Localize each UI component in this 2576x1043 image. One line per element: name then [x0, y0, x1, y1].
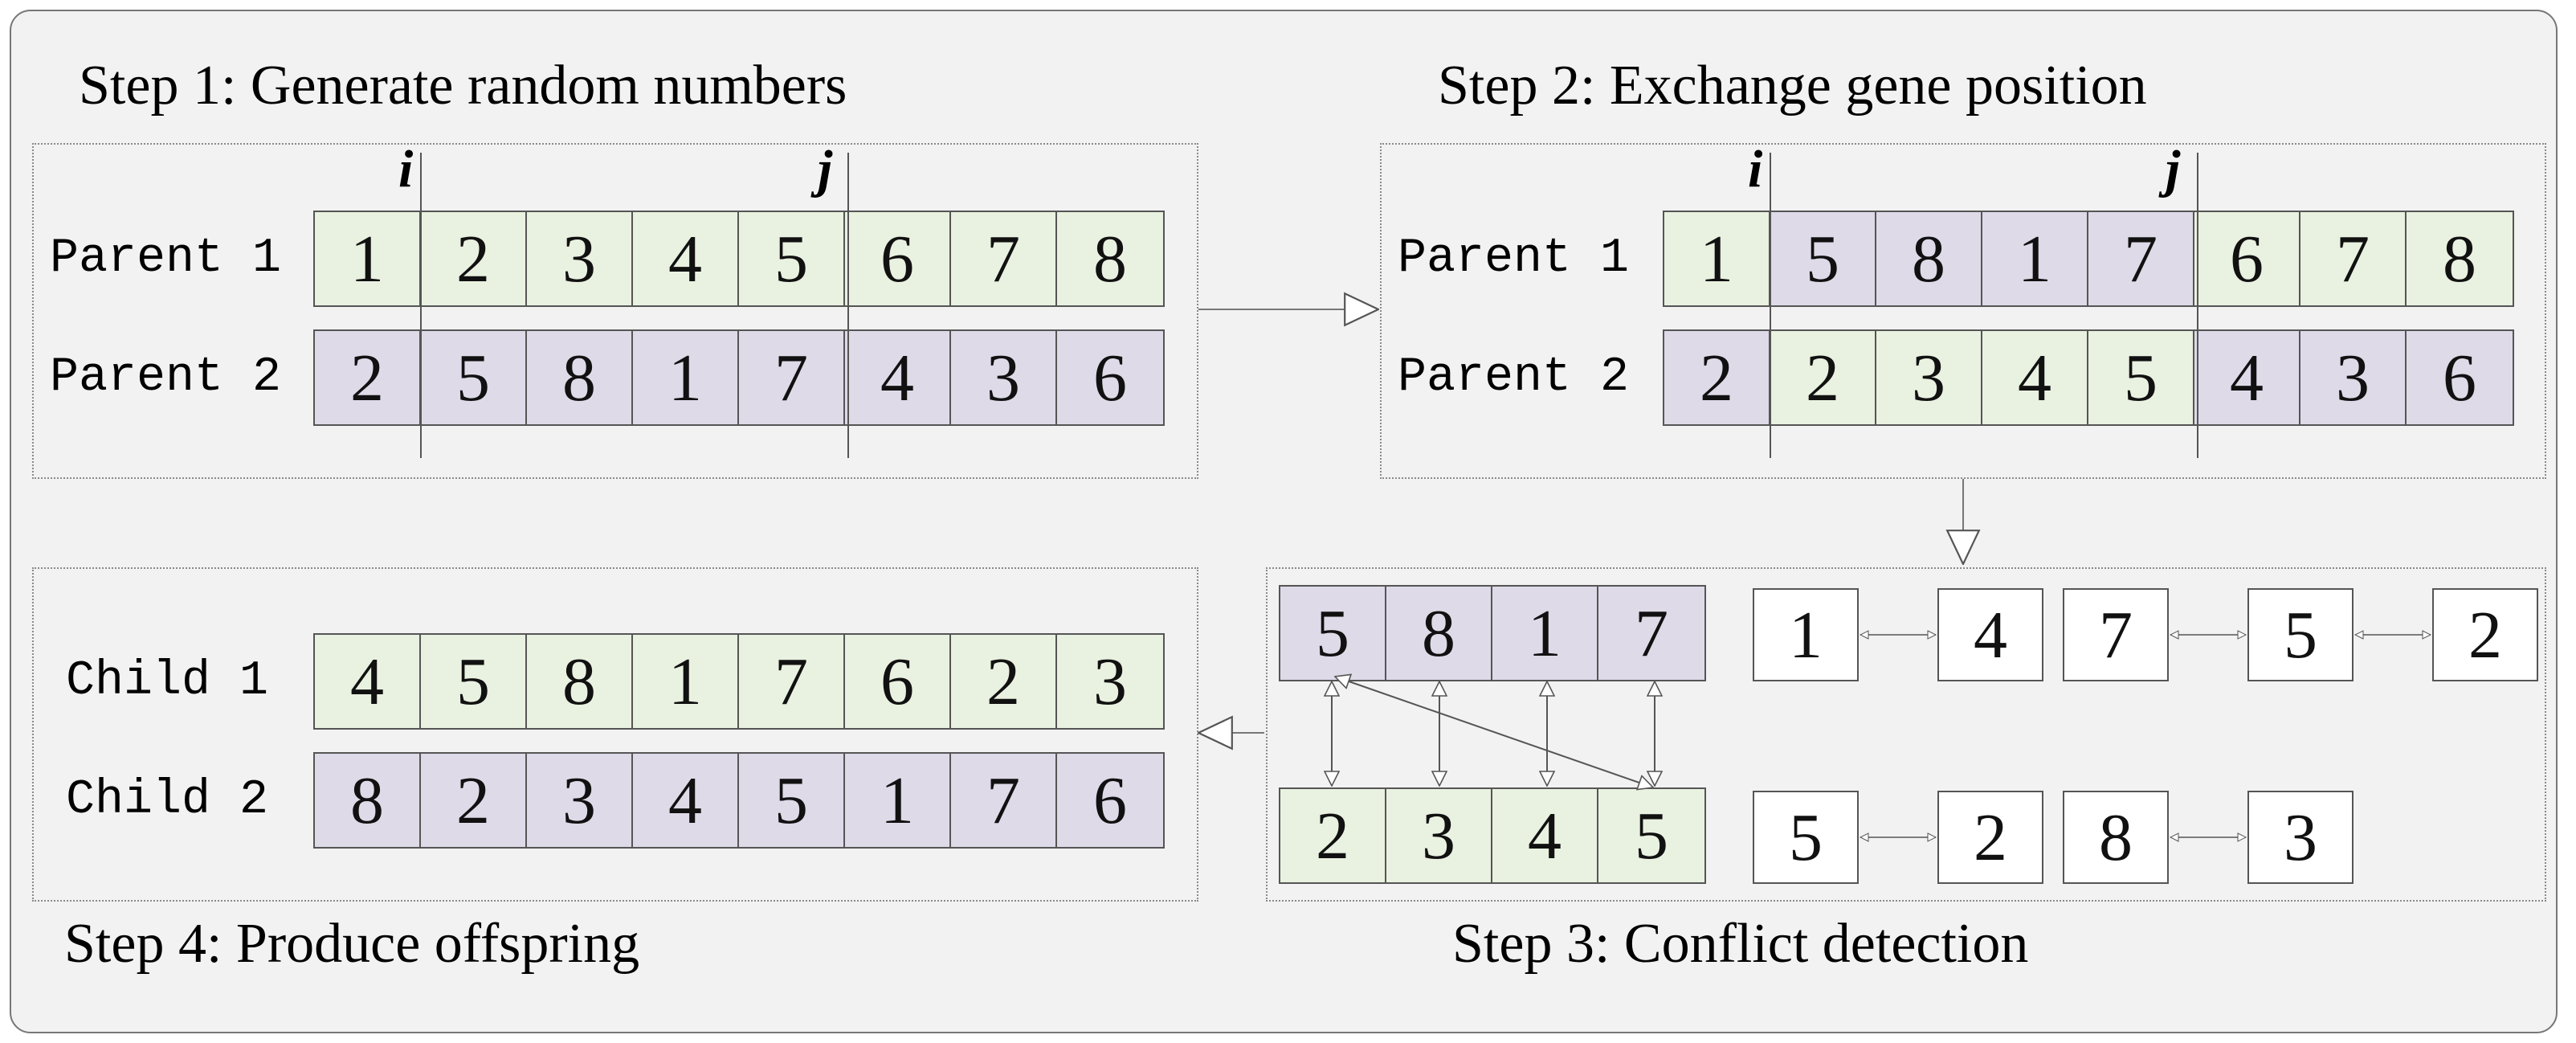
step2-panel	[1380, 143, 2546, 479]
gene-cell: 3	[527, 212, 633, 305]
gene-cell: 8	[1876, 212, 1982, 305]
gene-cell: 2	[1664, 331, 1770, 424]
step1-parent2-genes: 2 5 8 1 7 4 3 6	[313, 329, 1165, 426]
gene-cell: 3	[2300, 331, 2407, 424]
gene-cell: 3	[951, 331, 1057, 424]
gene-cell: 7	[2088, 212, 2194, 305]
gene-cell: 8	[527, 635, 633, 728]
gene-cell: 4	[315, 635, 421, 728]
child1-genes: 4 5 8 1 7 6 2 3	[313, 633, 1165, 730]
gene-cell: 8	[2407, 212, 2513, 305]
child2-genes: 8 2 3 4 5 1 7 6	[313, 752, 1165, 849]
gene-cell: 1	[1664, 212, 1770, 305]
gene-cell: 6	[2407, 331, 2513, 424]
gene-cell: 8	[1057, 212, 1163, 305]
mapping-box: 5	[2247, 588, 2354, 681]
gene-cell: 7	[739, 331, 845, 424]
gene-cell: 6	[1057, 331, 1163, 424]
mapping-box: 2	[1937, 791, 2043, 884]
gene-cell: 7	[951, 754, 1057, 847]
gene-cell: 3	[1876, 331, 1982, 424]
gene-cell: 1	[633, 635, 739, 728]
gene-cell: 5	[2088, 331, 2194, 424]
gene-cell: 6	[845, 635, 951, 728]
marker-j: j	[818, 140, 833, 198]
child2-label: Child 2	[66, 773, 269, 828]
gene-cell: 1	[1982, 212, 2088, 305]
mapping-box: 1	[1753, 588, 1859, 681]
child1-label: Child 1	[66, 654, 269, 709]
mapping-box: 3	[2247, 791, 2354, 884]
gene-cell: 2	[315, 331, 421, 424]
mapping-box: 7	[2063, 588, 2169, 681]
gene-cell: 1	[845, 754, 951, 847]
gene-cell: 7	[951, 212, 1057, 305]
gene-cell: 5	[421, 331, 527, 424]
gene-cell: 7	[1598, 587, 1704, 680]
marker-i: i	[398, 140, 414, 198]
gene-cell: 4	[2194, 331, 2300, 424]
gene-cell: 5	[739, 754, 845, 847]
gene-cell: 3	[527, 754, 633, 847]
gene-cell: 2	[951, 635, 1057, 728]
marker-j: j	[2166, 140, 2181, 198]
marker-i: i	[1748, 140, 1763, 198]
mapping-box: 5	[1753, 791, 1859, 884]
gene-cell: 8	[1386, 587, 1492, 680]
step2-parent1-genes: 1 5 8 1 7 6 7 8	[1663, 211, 2514, 307]
gene-cell: 6	[2194, 212, 2300, 305]
gene-cell: 4	[633, 212, 739, 305]
step2-title: Step 2: Exchange gene position	[1438, 55, 2147, 117]
step1-panel	[32, 143, 1198, 479]
gene-cell: 1	[633, 331, 739, 424]
gene-cell: 2	[1280, 789, 1386, 882]
gene-cell: 5	[1280, 587, 1386, 680]
gene-cell: 5	[1770, 212, 1876, 305]
gene-cell: 4	[1492, 789, 1598, 882]
gene-cell: 2	[421, 754, 527, 847]
gene-cell: 6	[845, 212, 951, 305]
step3-title: Step 3: Conflict detection	[1452, 913, 2029, 975]
step2-parent2-genes: 2 2 3 4 5 4 3 6	[1663, 329, 2514, 426]
gene-cell: 3	[1057, 635, 1163, 728]
gene-cell: 5	[1598, 789, 1704, 882]
gene-cell: 4	[1982, 331, 2088, 424]
gene-cell: 1	[315, 212, 421, 305]
gene-cell: 4	[633, 754, 739, 847]
gene-cell: 5	[421, 635, 527, 728]
gene-cell: 4	[845, 331, 951, 424]
gene-cell: 7	[2300, 212, 2407, 305]
mapping-box: 2	[2432, 588, 2538, 681]
mapping-box: 4	[1937, 588, 2043, 681]
gene-cell: 5	[739, 212, 845, 305]
parent1-label: Parent 1	[1398, 231, 1630, 286]
gene-cell: 8	[315, 754, 421, 847]
parent2-label: Parent 2	[50, 350, 282, 405]
gene-cell: 8	[527, 331, 633, 424]
gene-cell: 1	[1492, 587, 1598, 680]
gene-cell: 2	[1770, 331, 1876, 424]
step3-panel	[1266, 567, 2546, 902]
parent1-label: Parent 1	[50, 231, 282, 286]
step1-title: Step 1: Generate random numbers	[79, 55, 847, 117]
gene-cell: 7	[739, 635, 845, 728]
gene-cell: 3	[1386, 789, 1492, 882]
mapping-arrow-diagonal	[1335, 677, 1653, 787]
gene-cell: 6	[1057, 754, 1163, 847]
mapping-box: 8	[2063, 791, 2169, 884]
parent2-label: Parent 2	[1398, 350, 1630, 405]
gene-cell: 2	[421, 212, 527, 305]
step1-parent1-genes: 1 2 3 4 5 6 7 8	[313, 211, 1165, 307]
step4-title: Step 4: Produce offspring	[64, 913, 640, 975]
